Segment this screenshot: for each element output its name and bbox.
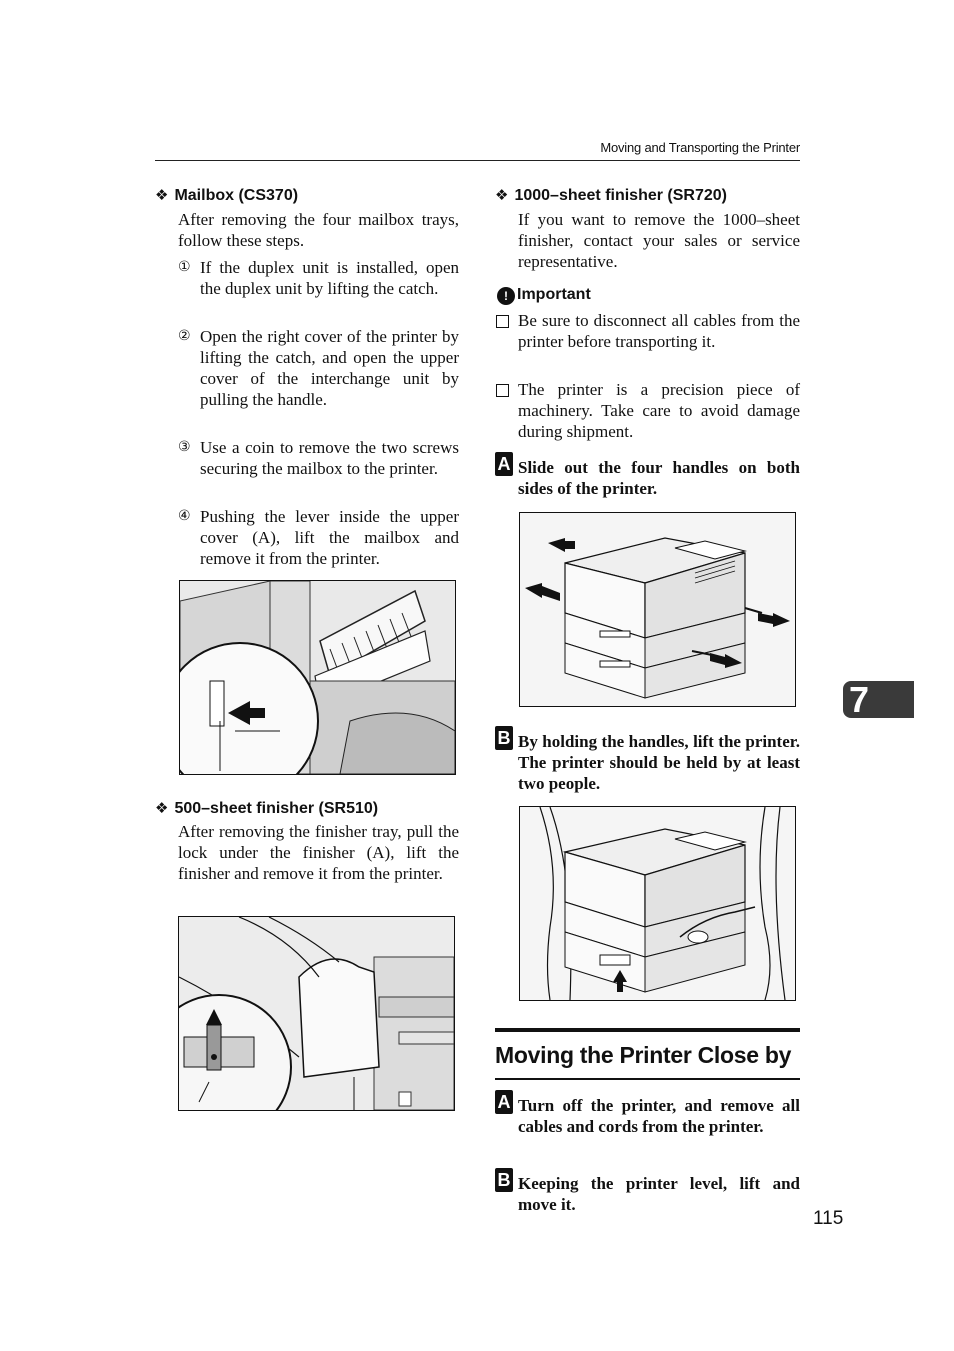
chapter-number: 7: [849, 679, 870, 720]
lift-printer-illustration: [519, 806, 796, 1001]
mailbox-heading: ❖Mailbox (CS370): [155, 186, 299, 204]
step-a-text: Slide out the four handles on both sides…: [518, 458, 800, 498]
important-icon: !: [497, 287, 515, 305]
finisher500-heading: ❖500–sheet finisher (SR510): [155, 799, 379, 817]
checkbox-bullet-icon: [496, 384, 509, 397]
section-title-rule: Moving the Printer Close by: [495, 1028, 800, 1080]
mailbox-intro: After removing the four mailbox trays, f…: [178, 210, 459, 250]
running-header: Moving and Transporting the Printer: [155, 138, 800, 161]
important-item-1: Be sure to disconnect all cables from th…: [518, 311, 800, 351]
diamond-bullet-icon: ❖: [155, 186, 169, 204]
finisher500-removal-illustration: [178, 916, 455, 1111]
step-b-text: By holding the handles, lift the printer…: [518, 732, 800, 793]
step-badge: A: [495, 1090, 513, 1114]
checkbox-bullet-icon: [496, 315, 509, 328]
step-number: ①: [178, 259, 191, 275]
chapter-tab: 7: [843, 679, 914, 720]
step-number: ②: [178, 328, 191, 344]
important-item-2: The printer is a precision piece of mach…: [518, 380, 800, 441]
slide-out-handles-illustration: [519, 512, 796, 707]
mailbox-step-2: ② Open the right cover of the printer by…: [178, 327, 459, 409]
mailbox-removal-illustration: [179, 580, 456, 775]
section-step-b-text: Keeping the printer level, lift and move…: [518, 1174, 800, 1214]
diamond-bullet-icon: ❖: [495, 186, 509, 204]
mailbox-step-3: ③ Use a coin to remove the two screws se…: [178, 438, 459, 478]
finisher1000-heading: ❖1000–sheet finisher (SR720): [495, 186, 727, 204]
step-badge: A: [495, 452, 513, 476]
section-title: Moving the Printer Close by: [495, 1042, 792, 1068]
finisher500-text: After removing the finisher tray, pull t…: [178, 822, 459, 883]
step-number: ④: [178, 508, 191, 524]
step-badge: B: [495, 1168, 513, 1192]
diamond-bullet-icon: ❖: [155, 799, 169, 817]
finisher1000-text: If you want to remove the 1000–sheet fin…: [518, 210, 800, 271]
running-title: Moving and Transporting the Printer: [600, 140, 800, 155]
step-number: ③: [178, 439, 191, 455]
step-badge: B: [495, 726, 513, 750]
section-step-a-text: Turn off the printer, and remove all cab…: [518, 1096, 800, 1136]
page-number: 115: [813, 1208, 844, 1229]
important-label: Important: [517, 286, 591, 303]
mailbox-step-1: ① If the duplex unit is installed, open …: [178, 258, 459, 298]
mailbox-step-4: ④ Pushing the lever inside the upper cov…: [178, 507, 459, 568]
